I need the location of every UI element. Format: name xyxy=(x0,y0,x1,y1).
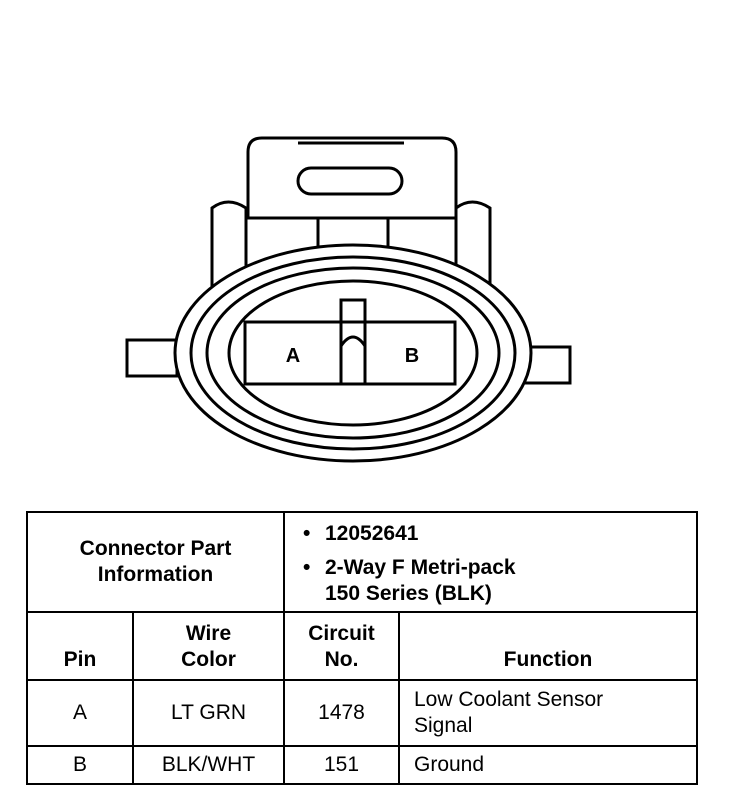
pin-label-b: B xyxy=(405,345,419,367)
pin-label-a: A xyxy=(286,345,300,367)
connector-type-line1: 2-Way F Metri-pack xyxy=(325,556,516,579)
row-b-circuit: 151 xyxy=(283,745,400,785)
header-circuit-no: Circuit No. xyxy=(283,611,400,681)
header-function: Function xyxy=(397,611,699,681)
part-number-value: 12052641 xyxy=(325,522,419,545)
header-circuit-line2: No. xyxy=(324,648,359,671)
row-a-function-line1: Low Coolant Sensor xyxy=(414,688,604,711)
header-wire-color-line1: Wire xyxy=(185,622,232,645)
table-row: A LT GRN 1478 Low Coolant Sensor Signal xyxy=(26,679,699,747)
latch-tab xyxy=(246,136,458,220)
part-number-item: • 12052641 xyxy=(303,521,696,547)
header-pin-text: Pin xyxy=(63,648,97,671)
row-a-function-line2: Signal xyxy=(414,714,473,737)
row-a-circuit: 1478 xyxy=(283,679,400,747)
connector-type-line2: 150 Series (BLK) xyxy=(325,582,492,605)
header-function-text: Function xyxy=(503,648,593,671)
body-left-shoulder xyxy=(210,200,248,292)
row-a-wire-color: LT GRN xyxy=(132,679,285,747)
row-a-pin: A xyxy=(26,679,134,747)
bullet-dot: • xyxy=(303,556,311,579)
row-b-function-line1: Ground xyxy=(414,753,485,776)
connector-face-diagram: A B xyxy=(125,136,572,463)
row-a-function: Low Coolant Sensor Signal xyxy=(397,679,699,747)
row-b-wire-color: BLK/WHT xyxy=(132,745,285,785)
header-wire-color-line2: Color xyxy=(181,648,236,671)
part-info-label-cell: Connector Part Information xyxy=(26,511,285,613)
part-numbers-cell: • 12052641 • 2-Way F Metri-pack 150 Seri… xyxy=(282,511,699,613)
part-info-label-line2: Information xyxy=(97,563,214,586)
table-row: B BLK/WHT 151 Ground xyxy=(26,745,699,785)
center-key xyxy=(339,298,367,386)
part-info-row: Connector Part Information • 12052641 • … xyxy=(26,511,699,613)
header-circuit-line1: Circuit xyxy=(308,622,375,645)
row-b-function: Ground xyxy=(397,745,699,785)
column-header-row: Pin Wire Color Circuit No. Function xyxy=(26,611,699,681)
center-key-arc xyxy=(339,335,367,347)
part-info-label-line1: Connector Part xyxy=(79,537,232,560)
header-wire-color: Wire Color xyxy=(132,611,285,681)
row-b-pin: B xyxy=(26,745,134,785)
pin-cavity xyxy=(243,320,457,386)
header-pin: Pin xyxy=(26,611,134,681)
latch-slot xyxy=(296,166,404,196)
bullet-dot: • xyxy=(303,522,311,545)
left-ear xyxy=(125,338,179,378)
connector-type-item: • 2-Way F Metri-pack 150 Series (BLK) xyxy=(303,555,696,607)
connector-info-table: Connector Part Information • 12052641 • … xyxy=(26,511,699,785)
